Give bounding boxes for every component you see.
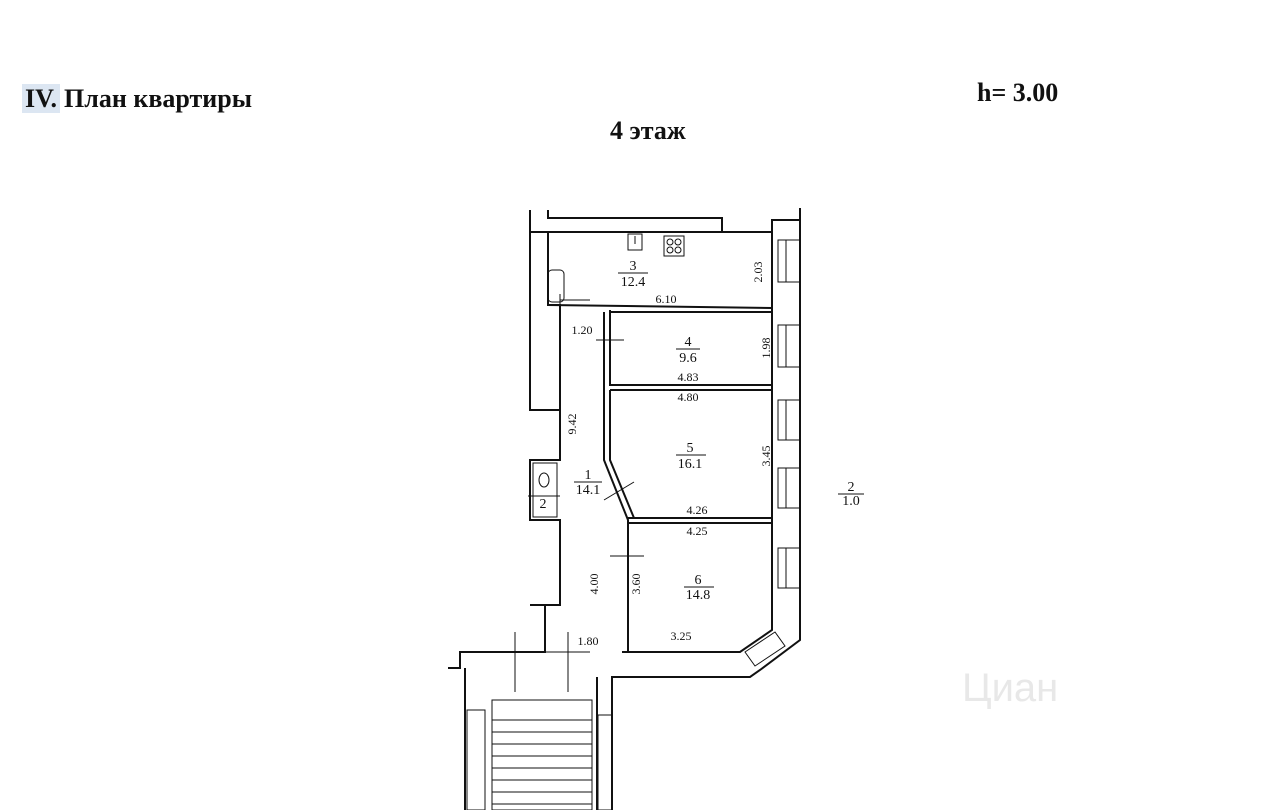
room-1-area: 14.1 — [576, 483, 601, 498]
toilet-icon — [532, 462, 558, 518]
dim-corridor-lower: 4.00 — [587, 574, 601, 595]
wall-room5-left — [609, 390, 635, 519]
room-6-area: 14.8 — [686, 588, 711, 603]
dim-entrance-width: 1.80 — [578, 634, 599, 648]
room-4-number: 4 — [685, 335, 692, 350]
dim-room5-width: 3.45 — [759, 446, 773, 467]
room-6-number: 6 — [695, 573, 702, 588]
dim-room3-width: 2.03 — [751, 262, 765, 283]
right-wall-inner — [622, 232, 773, 653]
left-lower-wall — [448, 605, 546, 669]
ceiling-height-label: h= 3.00 — [977, 78, 1059, 107]
wall-room3-bottom — [547, 304, 773, 309]
left-wall — [529, 232, 561, 606]
bathtub-icon — [547, 269, 565, 303]
dim-room4-width: 1.98 — [759, 338, 773, 359]
balcony-area: 1.0 — [842, 494, 860, 509]
dim-room6-bottom: 3.25 — [671, 629, 692, 643]
outer-wall-top-inner — [547, 210, 723, 232]
dim-room5-bottom: 4.26 — [687, 503, 708, 517]
left-wall-inner — [547, 232, 561, 410]
room-5-area: 16.1 — [678, 457, 703, 472]
outer-wall-top — [529, 208, 801, 233]
section-title: План квартиры — [64, 84, 252, 113]
kitchen-sink-icon — [627, 233, 643, 251]
dim-room4-length: 4.83 — [678, 370, 699, 384]
room-2-number: 2 — [540, 497, 547, 512]
watermark-logo: Циан — [962, 666, 1059, 710]
room-5-number: 5 — [687, 441, 694, 456]
dim-room3-length: 6.10 — [656, 292, 677, 306]
dim-room6-top: 4.25 — [687, 524, 708, 538]
windows — [466, 239, 801, 810]
dim-corridor-width: 1.20 — [572, 323, 593, 337]
room-4-area: 9.6 — [679, 351, 697, 366]
stove-icon — [663, 235, 685, 257]
room-3-number: 3 — [630, 259, 637, 274]
door-marks — [528, 294, 644, 557]
corridor-right-wall — [603, 312, 629, 652]
balcony-number: 2 — [848, 480, 855, 495]
room-3-area: 12.4 — [621, 275, 646, 290]
dim-corridor-length: 9.42 — [565, 414, 579, 435]
room-1-number: 1 — [585, 468, 592, 483]
floor-label: 4 этаж — [610, 116, 686, 145]
dim-room5-top: 4.80 — [678, 390, 699, 404]
dim-room6-height: 3.60 — [629, 574, 643, 595]
section-roman-numeral: IV. — [22, 84, 61, 113]
staircase — [491, 632, 593, 810]
wall-room4-box — [609, 310, 772, 386]
plan-heading: IV.План квартиры — [22, 84, 252, 114]
